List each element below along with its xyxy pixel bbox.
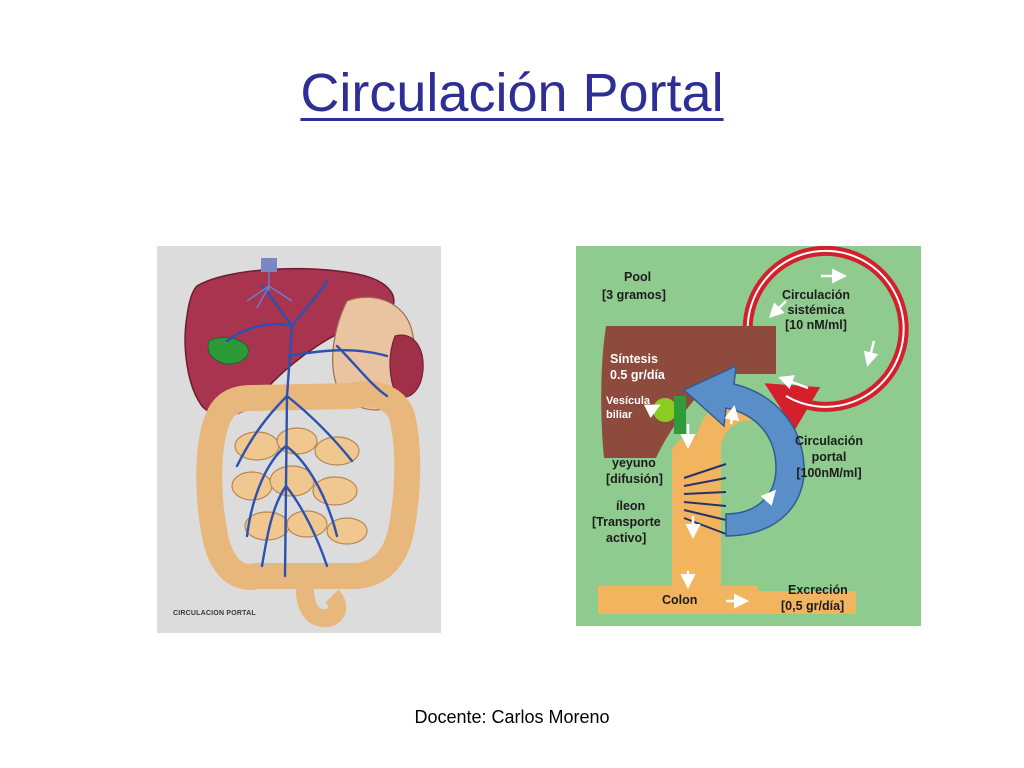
systemic-concentration: [10 nM/ml] <box>785 318 847 332</box>
systemic-label-2: sistémica <box>787 303 845 317</box>
anatomy-drawing <box>184 258 424 628</box>
flow-arrows <box>643 268 879 609</box>
cycle-drawing <box>598 246 909 614</box>
ileum-mechanism: [Transporte <box>592 515 661 529</box>
enterohepatic-diagram: Pool [3 gramos] Circulación sistémica [1… <box>576 246 921 626</box>
ileum-label: íleon <box>616 499 646 513</box>
synthesis-rate: 0.5 gr/día <box>610 368 665 382</box>
ileum-mechanism-2: activo] <box>606 531 647 545</box>
ivc-top <box>261 258 277 272</box>
small-intestine <box>231 427 368 545</box>
portal-concentration: [100nM/ml] <box>796 466 862 480</box>
portal-label: Circulación <box>794 434 864 448</box>
pool-label: Pool <box>624 270 652 284</box>
colon-shape <box>196 381 421 590</box>
anatomy-caption: CIRCULACION PORTAL <box>173 610 256 617</box>
portal-vein-network <box>225 279 389 578</box>
slide-title: Circulación Portal <box>300 63 724 123</box>
synthesis-label: Síntesis <box>610 352 658 366</box>
jejunum-label: yeyuno <box>612 456 656 470</box>
sigmoid-shape <box>296 573 347 628</box>
gallbladder-shape <box>653 398 677 422</box>
absorption-villi <box>683 463 727 535</box>
systemic-label: Circulación <box>781 288 851 302</box>
gallbladder-label-2: biliar <box>606 409 633 421</box>
liver-lobe-right <box>731 328 776 368</box>
anatomy-illustration: CIRCULACION PORTAL <box>157 246 441 633</box>
pool-amount: [3 gramos] <box>602 288 666 302</box>
spleen-shape <box>389 334 424 398</box>
jejunum-mechanism: [difusión] <box>606 472 663 486</box>
colon-label: Colon <box>662 593 698 607</box>
gallbladder-label: Vesícula <box>606 395 651 407</box>
footer-author: Docente: Carlos Moreno <box>414 707 610 727</box>
excretion-label: Excreción <box>788 583 848 597</box>
liver-shape <box>184 267 395 416</box>
portal-label-2: portal <box>811 450 847 464</box>
excretion-rate: [0,5 gr/día] <box>781 599 845 613</box>
